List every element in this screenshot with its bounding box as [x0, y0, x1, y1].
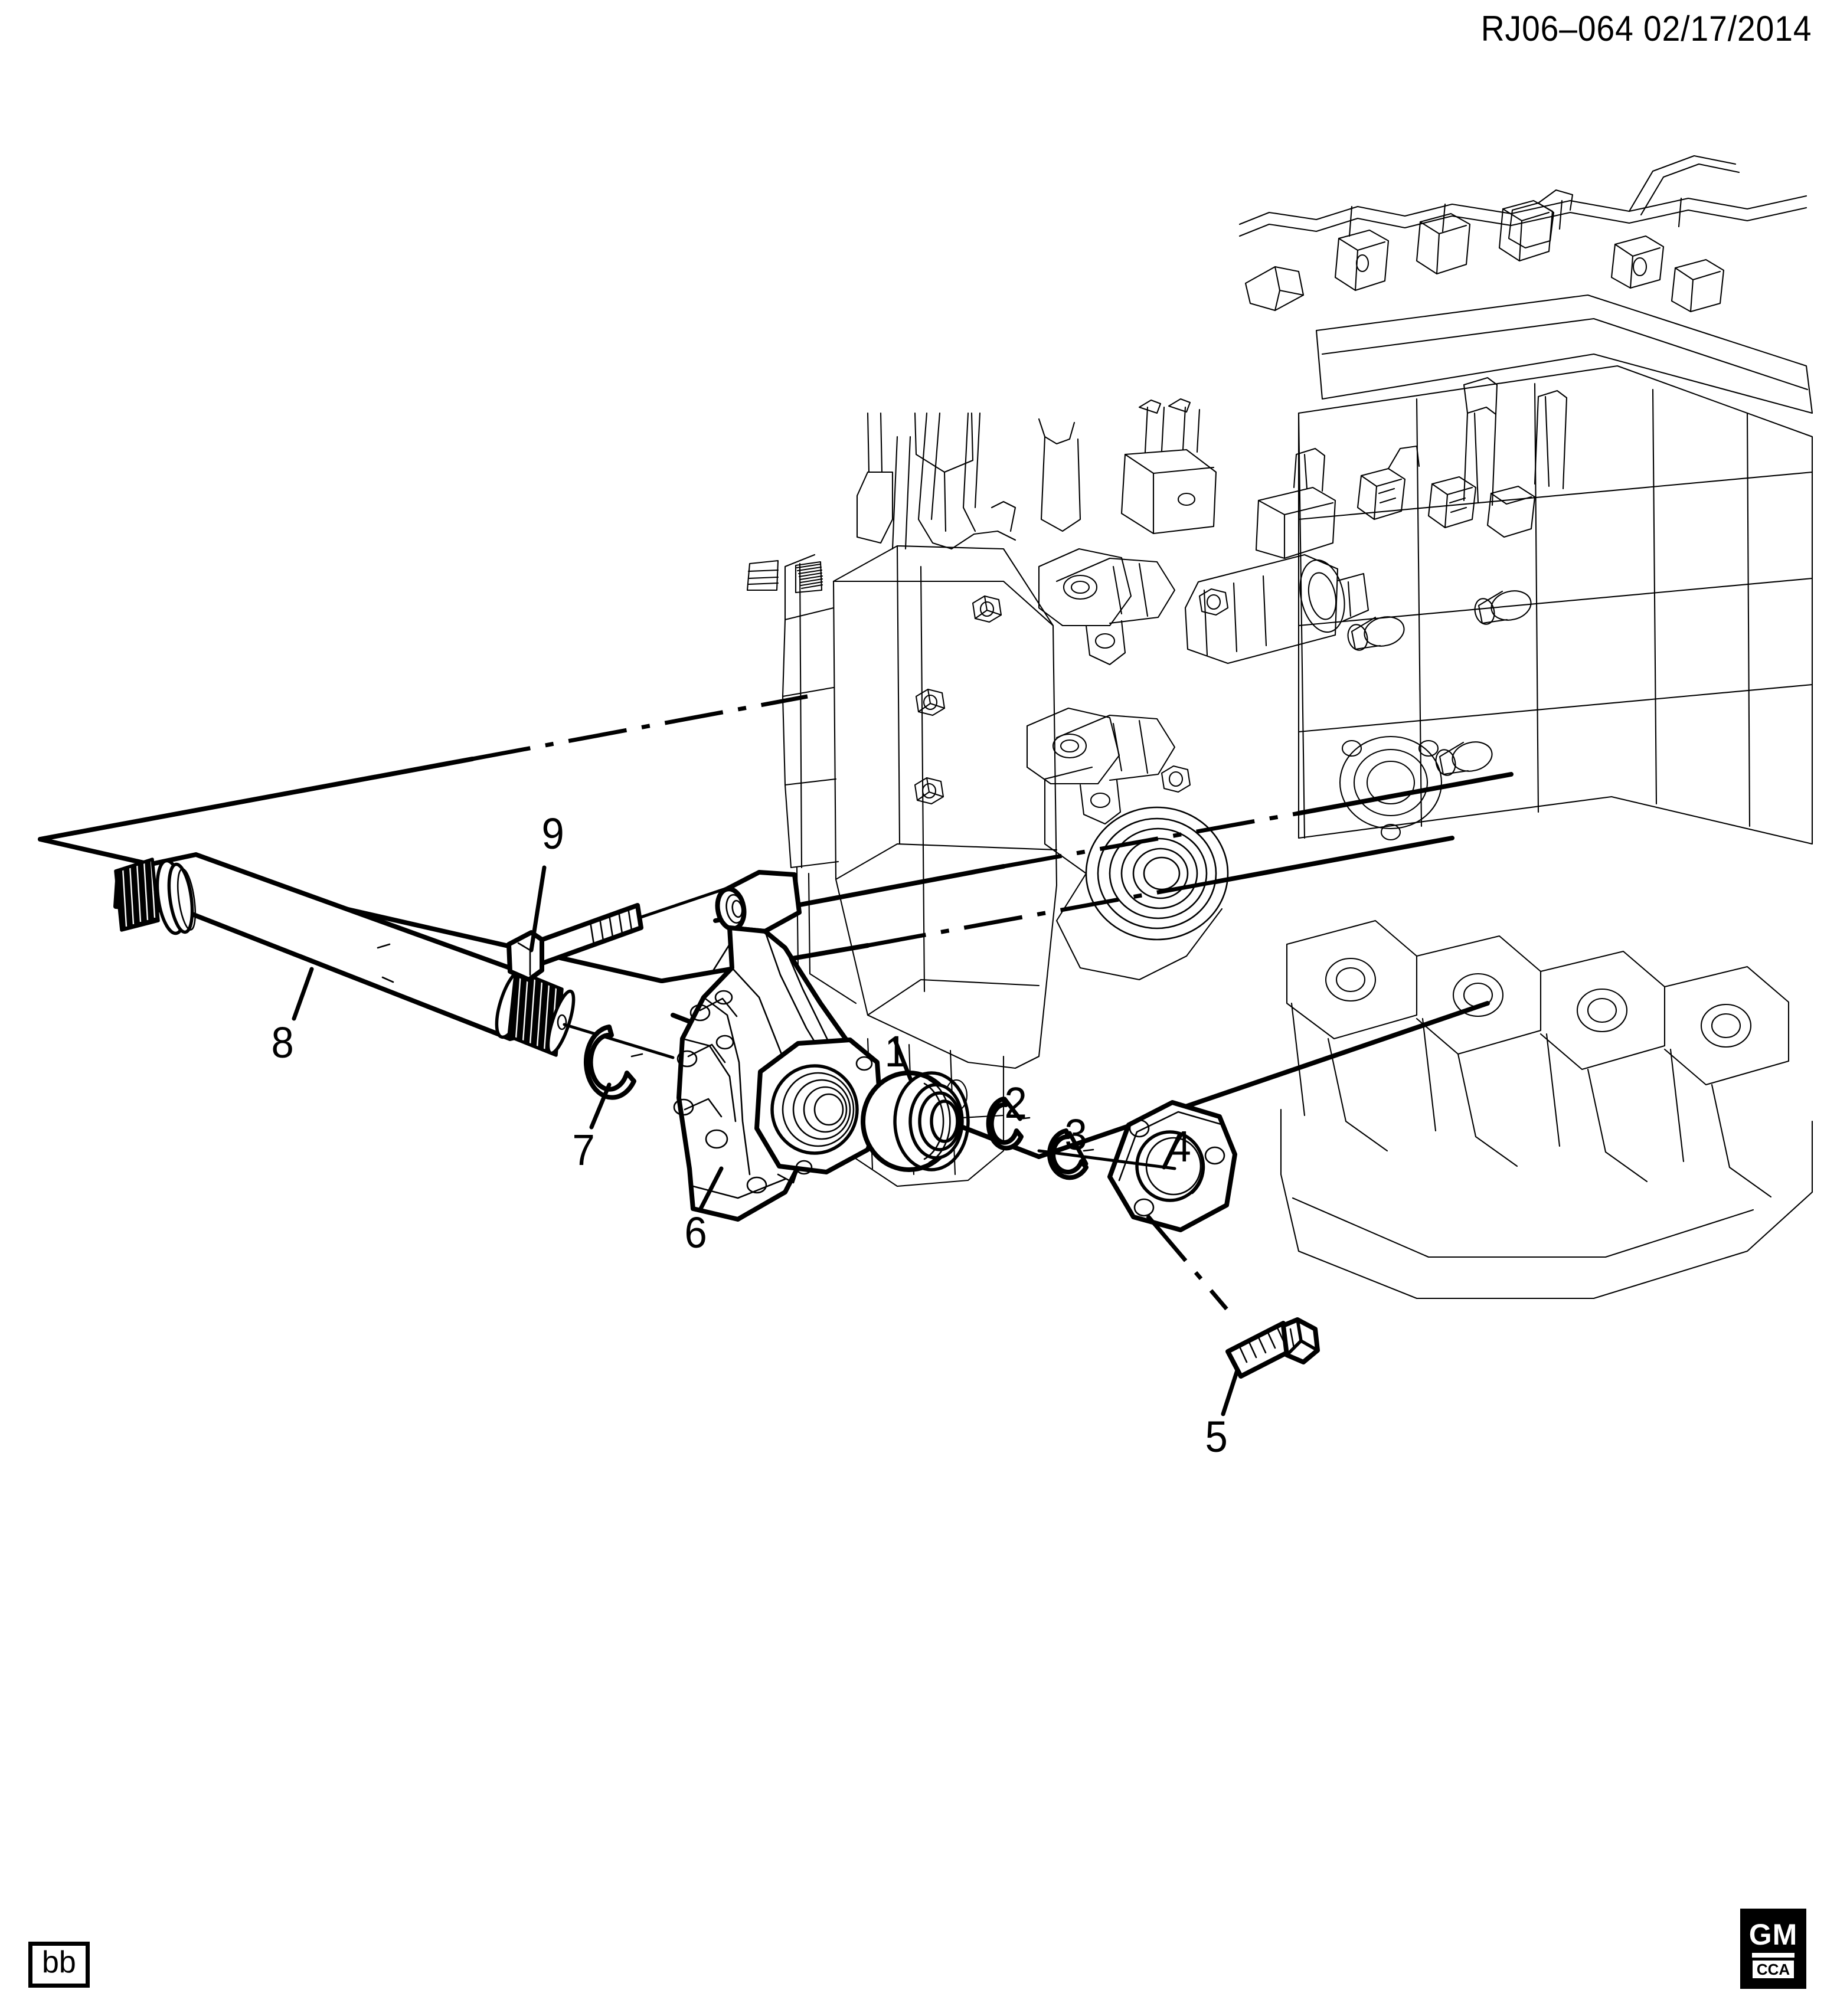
gm-cca-logo: GM CCA [1740, 1909, 1806, 1989]
gm-brand-text: GM [1748, 1917, 1798, 1951]
support-bracket [673, 870, 884, 1222]
callout-leaders [292, 865, 1240, 1416]
callout-9: 9 [541, 809, 564, 858]
callout-6: 6 [684, 1208, 707, 1257]
drawing-header-code: RJ06–064 02/17/2014 [1481, 9, 1812, 48]
shaft-snap-ring [583, 1025, 643, 1100]
hex-bolt [1225, 1317, 1320, 1379]
sheet-code-text: bb [42, 1945, 76, 1979]
callout-5: 5 [1205, 1412, 1228, 1461]
gm-division-text: CCA [1752, 1960, 1794, 1978]
retainer-plate [1037, 1100, 1237, 1311]
intermediate-shaft [113, 852, 675, 1059]
callout-1: 1 [884, 1027, 907, 1076]
callout-8: 8 [271, 1018, 294, 1067]
gm-logo-rule [1752, 1952, 1794, 1958]
callout-7: 7 [572, 1125, 595, 1174]
callout-4: 4 [1168, 1122, 1191, 1171]
bearing-bore [770, 1064, 859, 1155]
callout-2: 2 [1004, 1078, 1027, 1127]
sheet-code-box: bb [28, 1942, 90, 1988]
callout-3: 3 [1064, 1110, 1087, 1159]
crank-hub [1085, 806, 1229, 941]
bracket-bolt [506, 875, 762, 982]
